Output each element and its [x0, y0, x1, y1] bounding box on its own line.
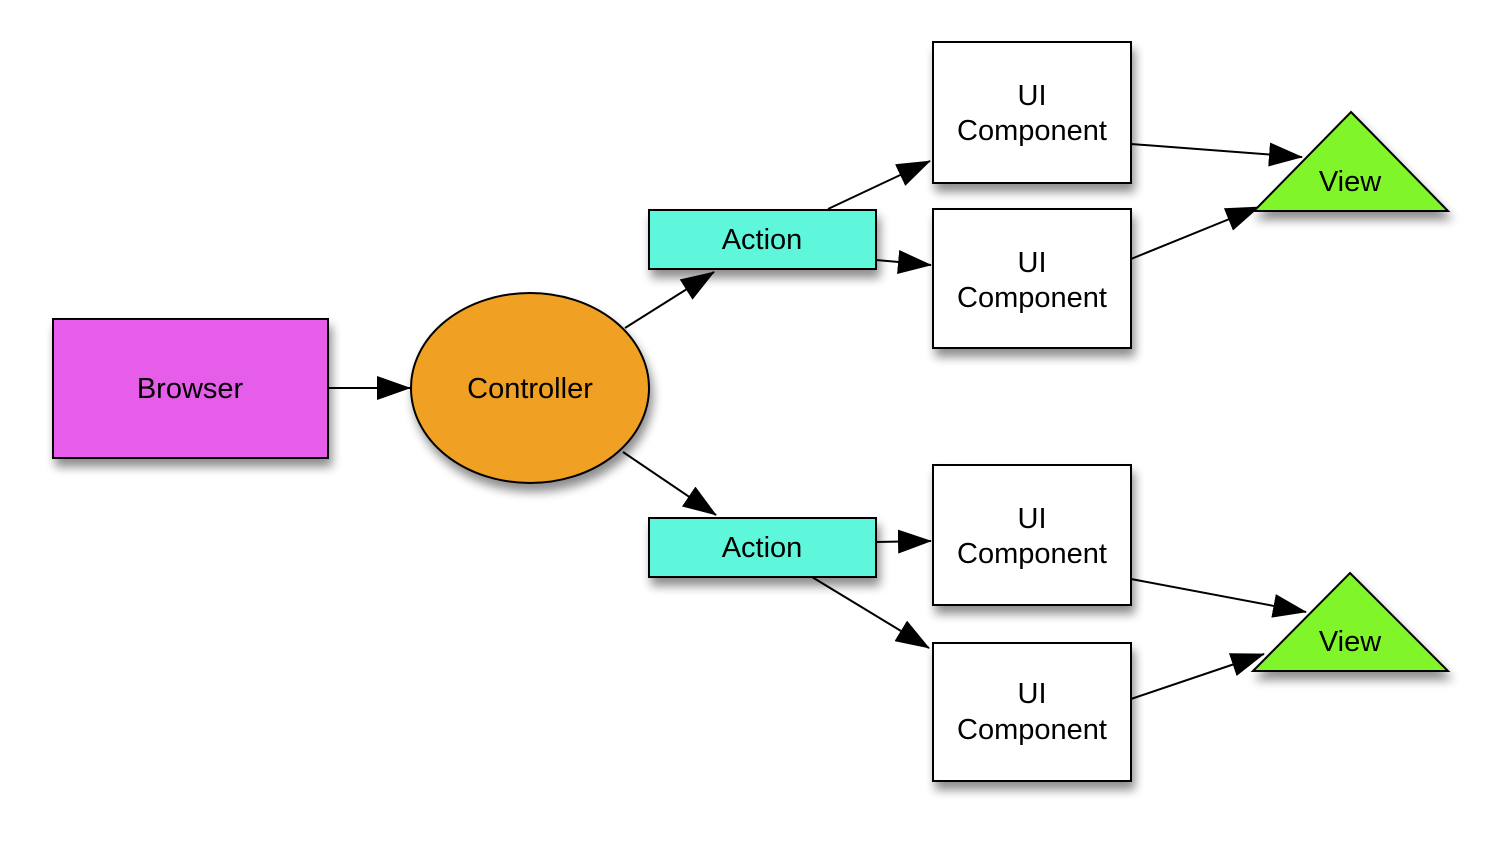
component-line1-3: UI [1018, 503, 1047, 535]
edge-component1-view1 [1130, 142, 1303, 167]
view-node-top: View [1251, 110, 1451, 212]
browser-node: Browser [52, 318, 329, 459]
action-node-bottom: Action [648, 517, 877, 578]
edge-action1-component1 [827, 160, 931, 210]
browser-box [52, 318, 329, 459]
component-node-1: UI Component [932, 41, 1132, 184]
component-node-3: UI Component [932, 464, 1132, 606]
component-box-3 [932, 464, 1132, 606]
edge-action2-component4 [811, 576, 930, 649]
action-label-top: Action [722, 224, 803, 256]
component-line2-2: Component [957, 282, 1107, 314]
view-triangle-top [1251, 110, 1451, 212]
component-node-4: UI Component [932, 642, 1132, 782]
view-triangle-bottom [1250, 571, 1451, 672]
component-line1-4: UI [1018, 678, 1047, 710]
component-box-1 [932, 41, 1132, 184]
edge-component4-view2 [1130, 653, 1265, 700]
edges [328, 142, 1307, 700]
action-box-bottom [648, 517, 877, 578]
view-label-top: View [1319, 166, 1382, 198]
component-line1-1: UI [1018, 80, 1047, 112]
edge-component2-view1 [1130, 206, 1260, 260]
controller-label: Controller [467, 373, 593, 405]
browser-label: Browser [137, 373, 244, 405]
view-label-bottom: View [1319, 626, 1382, 658]
edge-controller-action-top [624, 271, 715, 329]
edge-controller-action-bottom [622, 451, 717, 516]
edge-action1-component2 [875, 250, 932, 274]
edge-component3-view2 [1130, 578, 1307, 618]
action-node-top: Action [648, 209, 877, 270]
action-label-bottom: Action [722, 532, 803, 564]
component-line2-4: Component [957, 714, 1107, 746]
component-box-2 [932, 208, 1132, 349]
component-line1-2: UI [1018, 247, 1047, 279]
edge-action2-component3 [875, 529, 932, 554]
action-box-top [648, 209, 877, 270]
controller-node: Controller [410, 292, 650, 484]
controller-ellipse [410, 292, 650, 484]
view-node-bottom: View [1250, 571, 1451, 672]
component-node-2: UI Component [932, 208, 1132, 349]
component-line2-3: Component [957, 538, 1107, 570]
component-line2-1: Component [957, 115, 1107, 147]
component-box-4 [932, 642, 1132, 782]
